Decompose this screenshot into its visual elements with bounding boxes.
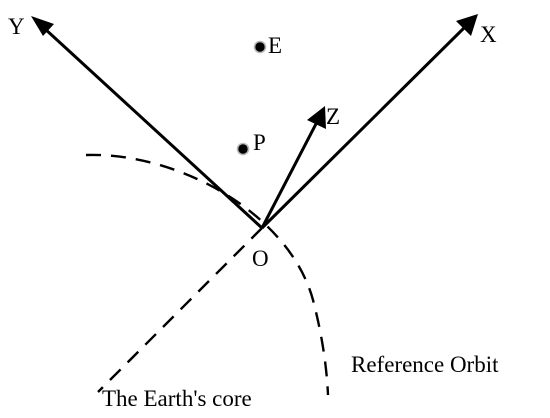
z-axis	[260, 106, 326, 229]
z-axis-arrowhead	[307, 106, 326, 129]
reference-orbit-label: Reference Orbit	[351, 352, 499, 377]
point-p-label: P	[253, 130, 266, 155]
point-p-dot	[236, 142, 250, 156]
x-axis	[260, 14, 478, 230]
origin-label: O	[252, 246, 269, 271]
earth-core-line	[97, 227, 263, 393]
earth-core-label: The Earth's core	[102, 386, 252, 411]
y-axis-label: Y	[8, 14, 25, 39]
z-axis-label: Z	[326, 104, 340, 129]
y-axis	[31, 16, 264, 230]
point-e-dot	[253, 40, 267, 54]
y-axis-line	[42, 26, 264, 230]
y-axis-arrowhead	[31, 16, 54, 36]
point-e-label: E	[268, 33, 282, 58]
reference-orbit-curve	[85, 153, 330, 396]
z-axis-line	[260, 119, 320, 229]
x-axis-line	[260, 24, 468, 230]
x-axis-label: X	[480, 22, 497, 47]
x-axis-arrowhead	[456, 14, 478, 36]
